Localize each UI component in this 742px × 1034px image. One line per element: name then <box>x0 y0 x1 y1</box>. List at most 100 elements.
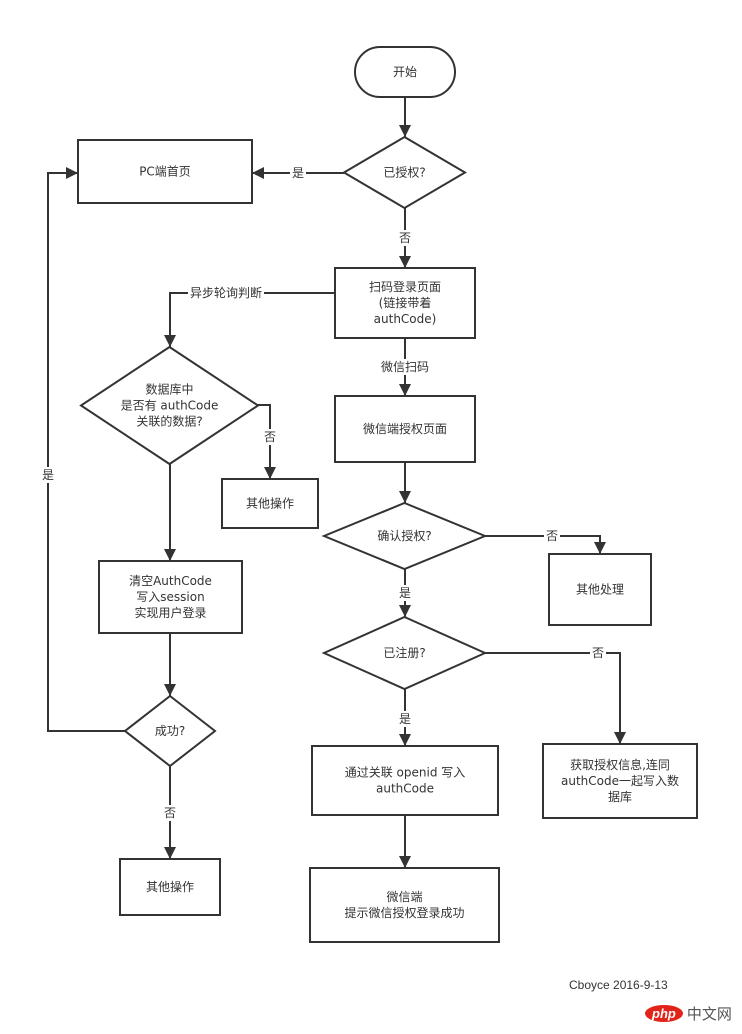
node-label: 微信端 <box>386 890 422 904</box>
node-label: 是否有 authCode <box>121 399 219 413</box>
edge-label-bg <box>290 165 306 181</box>
edge-label: 是 <box>292 166 304 180</box>
node-label: 成功? <box>155 724 185 738</box>
node-label: 写入session <box>136 590 204 604</box>
connector-arrow <box>485 535 606 554</box>
process-shape <box>98 560 243 634</box>
edge-registered-to-get_info: 否 <box>485 645 626 744</box>
process-shape <box>334 267 476 339</box>
edge-authorized-to-scan_page: 否 <box>397 208 413 268</box>
watermark-text: 中文网 <box>686 1005 732 1023</box>
node-label: 获取授权信息,连同 <box>570 757 670 772</box>
watermark-logo-icon: php <box>645 1005 683 1022</box>
node-other-op-2: 其他操作 <box>119 858 221 916</box>
node-pc-home: PC端首页 <box>77 139 253 204</box>
terminator-shape <box>354 46 456 98</box>
process-shape <box>548 553 652 626</box>
node-label: 扫码登录页面 <box>369 279 441 294</box>
node-label: 确认授权? <box>377 528 431 543</box>
edge-authorized-to-pc_home: 是 <box>252 165 344 181</box>
edge-label: 否 <box>592 646 604 660</box>
edge-label: 是 <box>399 712 411 726</box>
node-confirm-auth: 确认授权? <box>321 501 488 571</box>
process-shape <box>119 858 221 916</box>
node-label: 微信端授权页面 <box>363 421 447 436</box>
edge-success-to-pc_home: 是 <box>40 167 125 732</box>
edge-confirm_auth-to-other_handle: 否 <box>485 528 606 554</box>
node-label: 其他操作 <box>146 879 194 894</box>
node-other-op-1: 其他操作 <box>221 478 319 529</box>
node-other-handle: 其他处理 <box>548 553 652 626</box>
node-label: 关联的数据? <box>136 414 202 429</box>
node-registered: 已注册? <box>321 615 488 691</box>
author-date-label: Cboyce 2016-9-13 <box>569 978 668 992</box>
node-scan-page: 扫码登录页面(链接带着 authCode) <box>334 267 476 339</box>
edge-label-bg <box>590 645 606 661</box>
node-label: 清空AuthCode <box>129 574 212 588</box>
edge-confirm_auth-to-registered: 是 <box>397 569 413 617</box>
edge-label-bg <box>544 528 560 544</box>
edge-registered-to-write_code: 是 <box>397 689 413 746</box>
process-shape <box>311 745 499 816</box>
edge-label: 否 <box>264 430 276 444</box>
node-label: 数据库中 <box>145 382 193 397</box>
process-shape <box>542 743 698 819</box>
node-label: 已注册? <box>383 645 425 660</box>
connector-arrow <box>485 652 626 744</box>
edge-label-bg <box>262 429 278 445</box>
edge-label-bg <box>397 585 413 601</box>
edge-label-bg <box>188 285 264 301</box>
decision-shape <box>123 694 217 768</box>
node-wx-auth-page: 微信端授权页面 <box>334 395 476 463</box>
node-label: 开始 <box>393 65 417 79</box>
connector-arrow <box>258 404 276 479</box>
node-label: authCode一起写入数 <box>561 773 679 788</box>
decision-shape <box>79 345 260 466</box>
node-label: 提示微信授权登录成功 <box>344 905 464 920</box>
node-label: 实现用户登录 <box>134 605 206 620</box>
edge-label: 否 <box>164 806 176 820</box>
connector-arrow <box>47 167 125 732</box>
edge-scan_page-to-wx_auth_page: 微信扫码 <box>379 338 431 396</box>
node-authorized: 已授权? <box>342 135 467 210</box>
node-success: 成功? <box>123 694 217 768</box>
edge-label: 微信扫码 <box>381 360 429 374</box>
node-start: 开始 <box>354 46 456 98</box>
edge-label: 异步轮询判断 <box>190 285 262 300</box>
edge-label-bg <box>40 467 56 483</box>
edge-label: 是 <box>399 586 411 600</box>
edge-label: 是 <box>42 468 54 482</box>
node-label: 已授权? <box>383 165 425 180</box>
node-label: 其他处理 <box>576 583 624 597</box>
edge-db_check-to-other_op_1: 否 <box>258 404 278 479</box>
node-label: PC端首页 <box>139 165 191 179</box>
process-shape <box>77 139 253 204</box>
connector-arrow <box>164 292 335 347</box>
decision-shape <box>321 615 488 691</box>
node-label: (链接带着 <box>379 295 432 310</box>
process-shape <box>309 867 500 943</box>
edge-success-to-other_op_2: 否 <box>162 766 178 859</box>
node-label: authCode) <box>374 312 437 326</box>
watermark: php 中文网 <box>645 1003 732 1024</box>
edge-label-bg <box>379 359 431 375</box>
process-shape <box>334 395 476 463</box>
node-label: 据库 <box>608 789 632 804</box>
node-label: authCode <box>376 782 434 796</box>
edge-label: 否 <box>546 529 558 543</box>
decision-shape <box>321 501 488 571</box>
edge-label-bg <box>162 805 178 821</box>
decision-shape <box>342 135 467 210</box>
edge-label-bg <box>397 711 413 727</box>
process-shape <box>221 478 319 529</box>
node-label: 其他操作 <box>246 496 294 511</box>
edge-scan_page-to-db_check: 异步轮询判断 <box>164 285 335 347</box>
edge-label: 否 <box>399 231 411 245</box>
edge-label-bg <box>397 230 413 246</box>
